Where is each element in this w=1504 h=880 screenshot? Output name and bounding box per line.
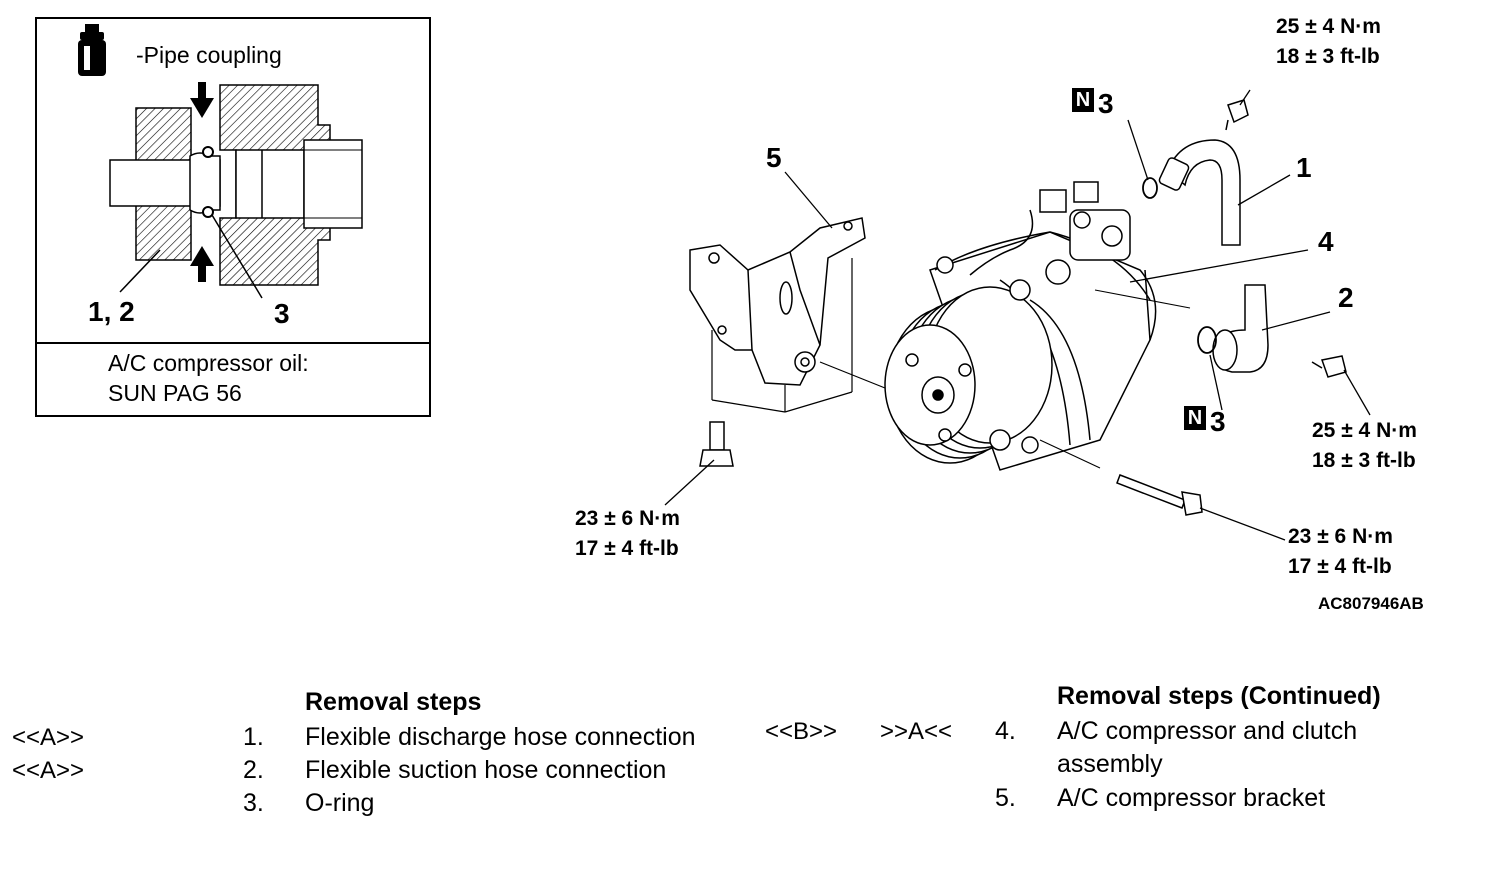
step-1-code: <<A>> [12, 724, 85, 751]
removal-continued-heading: Removal steps (Continued) [1057, 682, 1381, 710]
callout-part-2: 2 [1338, 282, 1354, 313]
pipe-coupling-section [109, 84, 363, 299]
torque-bracket-bolt-ftlb: 17 ± 4 ft-lb [575, 537, 679, 560]
callout-part-5: 5 [766, 142, 782, 173]
hose-2 [1212, 284, 1269, 373]
torque-bracket-bolt: 23 ± 6 N·m 17 ± 4 ft-lb [575, 504, 680, 564]
step-1-text: Flexible discharge hose connection [305, 723, 696, 751]
step-3-number: 3. [243, 789, 264, 817]
step-3-text: O-ring [305, 789, 375, 817]
oil-label: A/C compressor oil: [108, 350, 309, 376]
oil-spec: SUN PAG 56 [108, 380, 242, 406]
inset-label-oring: 3 [274, 298, 290, 329]
inset-label-parts: 1, 2 [88, 296, 135, 327]
step-2-number: 2. [243, 756, 264, 784]
torque-long-bolt-ftlb: 17 ± 4 ft-lb [1288, 555, 1392, 578]
bracket-phantom-lines [711, 258, 853, 413]
torque-top-right-nm: 25 ± 4 N·m [1276, 15, 1381, 38]
n-badge: N [1184, 406, 1206, 430]
torque-top-right: 25 ± 4 N·m 18 ± 3 ft-lb [1276, 12, 1381, 72]
step-2-text: Flexible suction hose connection [305, 756, 667, 784]
torque-mid-right-nm: 25 ± 4 N·m [1312, 419, 1417, 442]
step-4-text: A/C compressor and clutch [1057, 717, 1358, 745]
torque-long-bolt-nm: 23 ± 6 N·m [1288, 525, 1393, 548]
o-rings [1142, 177, 1217, 354]
figure-id: AC807946AB [1318, 594, 1424, 613]
torque-long-bolt: 23 ± 6 N·m 17 ± 4 ft-lb [1288, 522, 1393, 582]
compressor-bracket [689, 217, 866, 386]
n-badge: N [1072, 88, 1094, 112]
alignment-lines [819, 289, 1191, 469]
leader-lines [664, 89, 1371, 541]
callout-part-4: 4 [1318, 226, 1334, 257]
step-5-text: A/C compressor bracket [1057, 784, 1326, 812]
step-4-number: 4. [995, 717, 1016, 745]
bolts [699, 99, 1347, 516]
torque-top-right-ftlb: 18 ± 3 ft-lb [1276, 45, 1380, 68]
step-5-number: 5. [995, 784, 1016, 812]
torque-mid-right-ftlb: 18 ± 3 ft-lb [1312, 449, 1416, 472]
hose-1 [1158, 139, 1241, 246]
arrow-down-icon [190, 82, 214, 118]
inset-title: -Pipe coupling [136, 42, 282, 68]
step-4-text-continued: assembly [1057, 750, 1163, 778]
callout-part-1: 1 [1296, 152, 1312, 183]
step-2-code: <<A>> [12, 757, 85, 784]
step-1-number: 1. [243, 723, 264, 751]
torque-bracket-bolt-nm: 23 ± 6 N·m [575, 507, 680, 530]
inset-frame [35, 17, 431, 417]
compressor-body [884, 181, 1157, 471]
oring-callout-top-number: 3 [1098, 88, 1114, 119]
step-4-removal-code: <<B>> [765, 718, 838, 745]
torque-mid-right: 25 ± 4 N·m 18 ± 3 ft-lb [1312, 416, 1417, 476]
step-4-install-code: >>A<< [880, 718, 953, 745]
oil-bottle-icon [78, 24, 106, 76]
arrow-up-icon [190, 246, 214, 282]
removal-heading: Removal steps [305, 688, 482, 716]
oring-callout-bottom-number: 3 [1210, 406, 1226, 437]
